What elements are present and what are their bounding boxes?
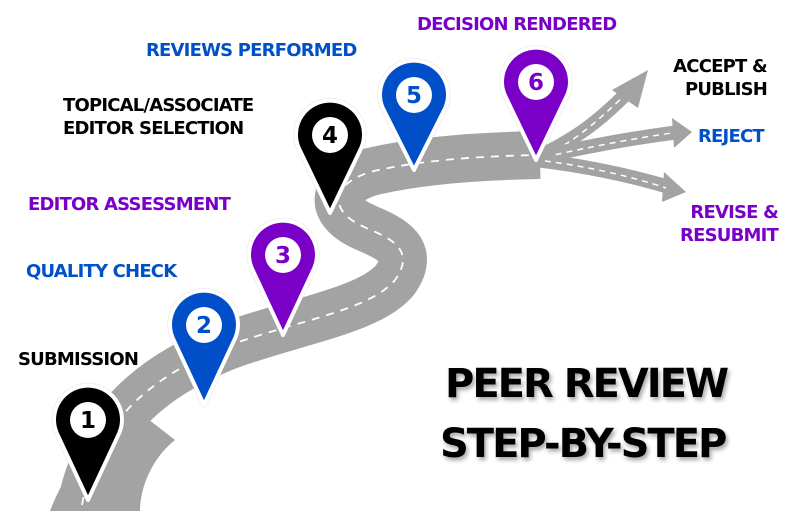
outcome-accept-line1: ACCEPT & bbox=[673, 56, 767, 77]
map-pin-badge bbox=[186, 307, 222, 343]
map-pin-body bbox=[294, 98, 366, 215]
step-6-number: 6 bbox=[528, 70, 544, 96]
outcome-revise-line2: RESUBMIT bbox=[680, 225, 779, 246]
outcome-revise-label: REVISE & RESUBMIT bbox=[650, 201, 779, 247]
step-1-number: 1 bbox=[80, 408, 96, 434]
step-3-number: 3 bbox=[275, 243, 291, 269]
road bbox=[56, 131, 541, 511]
step-1-label: SUBMISSION bbox=[18, 349, 139, 370]
step-3-label: EDITOR ASSESSMENT bbox=[28, 194, 231, 215]
outcome-revise-line1: REVISE & bbox=[690, 202, 778, 223]
step-4-label-line2: EDITOR SELECTION bbox=[63, 118, 244, 139]
map-pin-1-icon: 1 bbox=[52, 383, 124, 502]
step-5-label: REVIEWS PERFORMED bbox=[146, 40, 357, 61]
title-line1: PEER REVIEW bbox=[445, 361, 729, 407]
map-pin-body bbox=[500, 45, 572, 162]
outcome-reject-label: REJECT bbox=[698, 126, 765, 147]
map-pin-5-icon: 5 bbox=[378, 58, 450, 172]
map-pin-body bbox=[378, 58, 450, 172]
map-pin-3-icon: 3 bbox=[247, 218, 319, 337]
step-4-number: 4 bbox=[322, 123, 338, 149]
step-5-number: 5 bbox=[406, 83, 422, 109]
map-pin-badge bbox=[265, 237, 301, 273]
map-pin-2-icon: 2 bbox=[168, 288, 240, 407]
step-6-label: DECISION RENDERED bbox=[417, 14, 617, 35]
title-line2: STEP-BY-STEP bbox=[440, 421, 727, 467]
step-4-label-line1: TOPICAL/ASSOCIATE bbox=[63, 95, 254, 116]
map-pin-badge bbox=[396, 77, 432, 113]
map-pin-4-icon: 4 bbox=[294, 98, 366, 215]
map-pin-6-icon: 6 bbox=[500, 45, 572, 162]
branch-reject bbox=[533, 118, 692, 165]
step-2-number: 2 bbox=[196, 313, 212, 339]
step-2-label: QUALITY CHECK bbox=[26, 261, 177, 282]
map-pin-badge bbox=[70, 402, 106, 438]
branch-revise bbox=[534, 153, 686, 202]
map-pin-badge bbox=[312, 117, 348, 153]
outcome-accept-label: ACCEPT & PUBLISH bbox=[660, 55, 780, 101]
step-4-label: TOPICAL/ASSOCIATE EDITOR SELECTION bbox=[63, 94, 254, 140]
outcome-accept-line2: PUBLISH bbox=[684, 79, 768, 100]
map-pin-badge bbox=[518, 64, 554, 100]
